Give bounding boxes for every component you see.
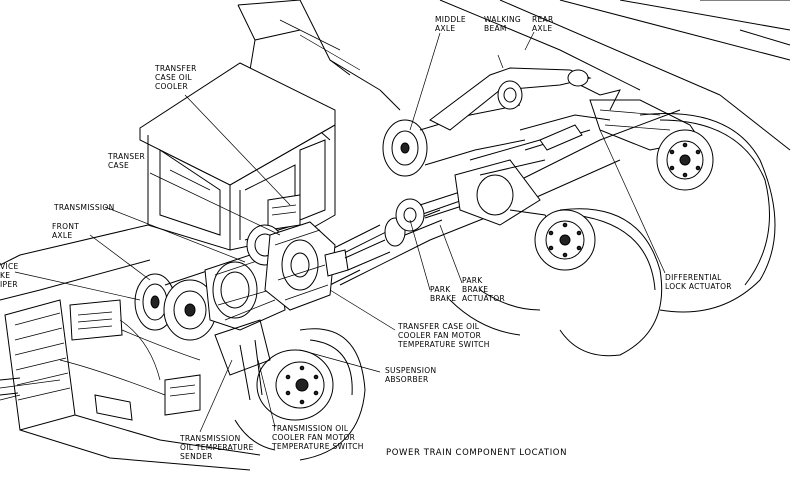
label-park-brake: PARK BRAKE: [430, 285, 457, 303]
walking-beam-drawing: [429, 67, 621, 131]
label-park-brake-actuator: PARK BRAKE ACTUATOR: [462, 276, 505, 303]
label-transfer-case-fan-switch: TRANSFER CASE OIL COOLER FAN MOTOR TEMPE…: [398, 322, 490, 349]
leader-lines: [0, 31, 666, 433]
label-service-brake-caliper: VICE KE IPER: [0, 262, 19, 289]
dump-body: [237, 0, 791, 151]
cab: [139, 62, 336, 251]
label-front-axle: FRONT AXLE: [52, 222, 80, 240]
front-grille: [0, 299, 261, 471]
front-wheel: [214, 319, 366, 461]
label-transfer-case-oil-cooler: TRANSFER CASE OIL COOLER: [155, 64, 197, 91]
label-rear-axle: REAR AXLE: [532, 15, 554, 33]
label-suspension-absorber: SUSPENSION ABSORBER: [385, 366, 437, 384]
label-differential-lock-actuator: DIFFERENTIAL LOCK ACTUATOR: [665, 273, 732, 291]
rear-wheels: [449, 112, 776, 357]
front-axle-drawing: [134, 259, 261, 341]
label-walking-beam: WALKING BEAM: [484, 15, 521, 33]
label-transmission-fan-switch: TRANSMISSION OIL COOLER FAN MOTOR TEMPER…: [272, 424, 364, 451]
label-transmission: TRANSMISSION: [54, 203, 115, 212]
label-transfer-case: TRANSER CASE: [108, 152, 146, 170]
label-middle-axle: MIDDLE AXLE: [435, 15, 466, 33]
diagram-caption: POWER TRAIN COMPONENT LOCATION: [386, 448, 568, 458]
label-transmission-oil-temp-sender: TRANSMISSION OIL TEMPERATURE SENDER: [180, 434, 254, 461]
middle-axle-drawing: [382, 104, 561, 241]
transfer-case-drawing: [264, 221, 349, 311]
drive-shafts: [344, 191, 466, 271]
